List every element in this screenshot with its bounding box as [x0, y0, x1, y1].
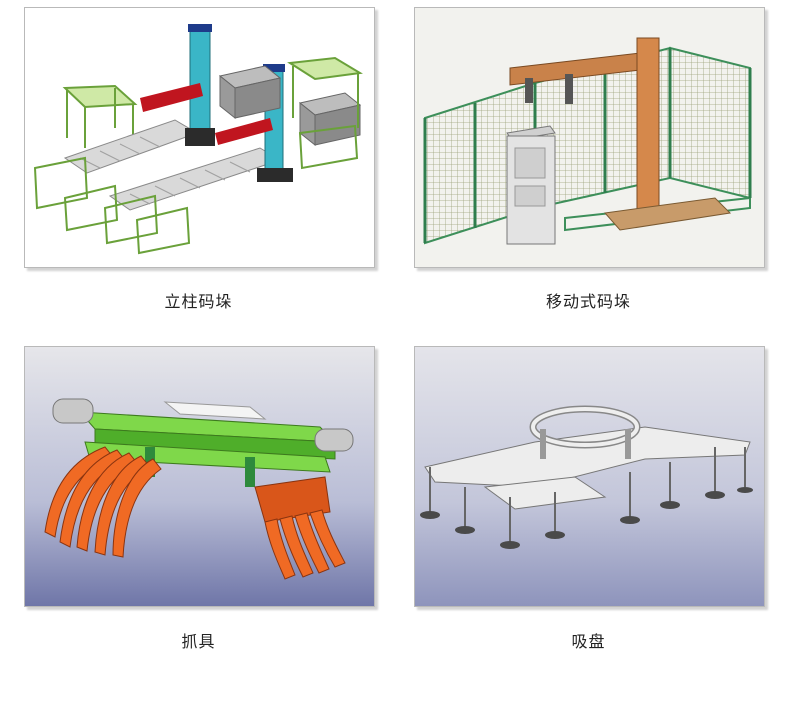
- gripper-illustration: [25, 347, 374, 606]
- right-fingers: [254, 476, 346, 580]
- mobile-palletizer-illustration: [415, 8, 764, 267]
- column-palletizer-illustration: [25, 8, 374, 267]
- caption-suction-cup: 吸盘: [571, 632, 606, 651]
- gripper-image: [24, 346, 375, 607]
- caption-gripper: 抓具: [181, 632, 216, 651]
- mount-ring: [529, 405, 641, 459]
- gripper-frame: [52, 398, 354, 487]
- pallet-boxes: [218, 65, 362, 147]
- control-cabinet: [506, 125, 556, 245]
- gantry-beam: [509, 37, 660, 219]
- work-table-right: [287, 56, 363, 170]
- left-fingers: [44, 446, 162, 558]
- caption-mobile-palletizer: 移动式码垛: [545, 292, 631, 311]
- suction-cup-image: [414, 346, 765, 607]
- column-palletizer-image: [24, 7, 375, 268]
- caption-column-palletizer: 立柱码垛: [164, 292, 233, 311]
- pallet-floor: [604, 197, 732, 231]
- suction-cup-illustration: [415, 347, 764, 606]
- mobile-palletizer-image: [414, 7, 765, 268]
- suction-cups: [420, 447, 753, 549]
